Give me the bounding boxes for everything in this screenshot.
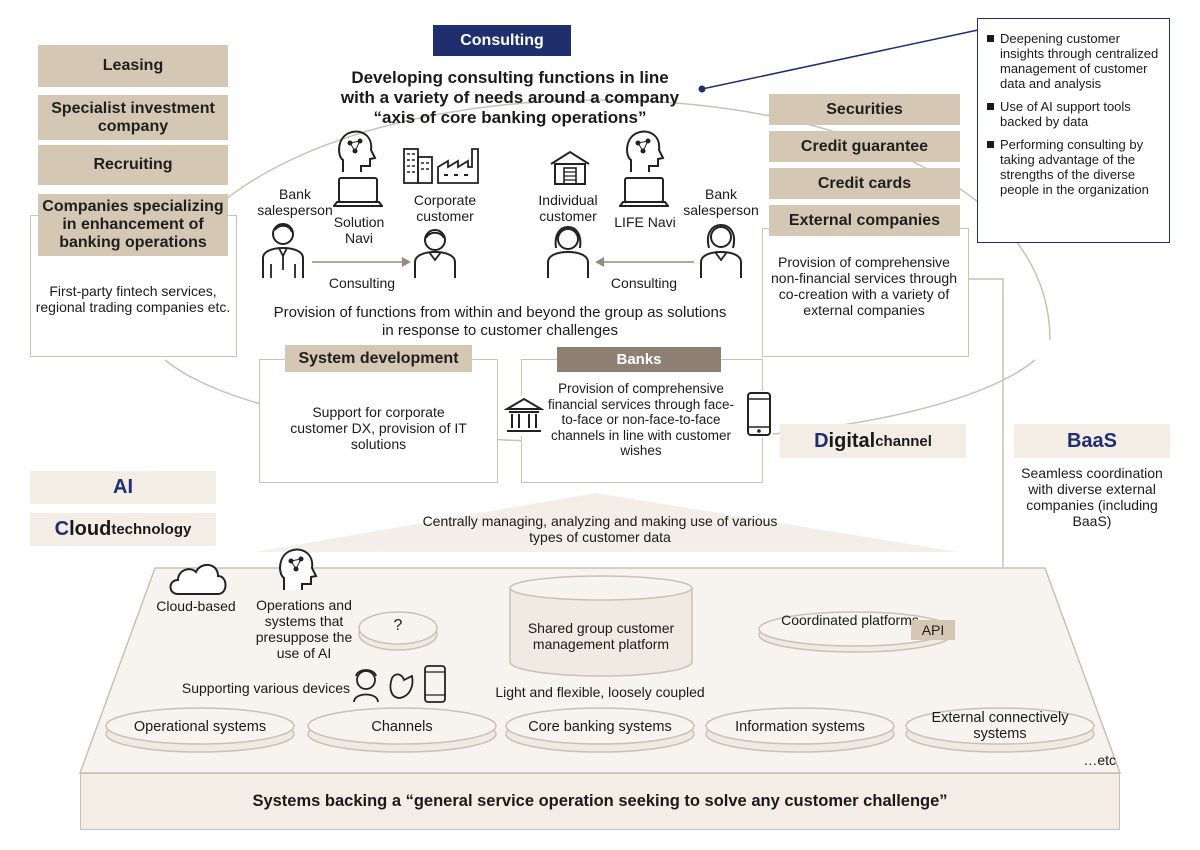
right-item-securities: Securities xyxy=(769,94,960,125)
right-group-panel xyxy=(762,228,969,357)
ops-ai-label: Operations and systems that presuppose t… xyxy=(255,597,353,661)
house-icon xyxy=(550,150,590,185)
ai-head-icon xyxy=(626,130,665,172)
bank-building-icon xyxy=(504,396,544,436)
ai-label: AI xyxy=(30,471,216,504)
question-disc xyxy=(358,611,438,651)
cloud-icon xyxy=(169,564,227,595)
right-item-external: External companies xyxy=(769,205,960,236)
individual-customer-label: Individual customer xyxy=(538,192,598,224)
left-item-specialist: Specialist investment company xyxy=(38,95,228,140)
ai-head-icon xyxy=(338,130,377,172)
light-flexible-label: Light and flexible, loosely coupled xyxy=(495,684,705,700)
note-item: Use of AI support tools backed by data xyxy=(986,99,1161,129)
banks-panel xyxy=(521,359,763,483)
baas-text: Seamless coordination with diverse exter… xyxy=(1021,465,1163,529)
building-factory-icon xyxy=(403,148,479,184)
bottom-banner: Systems backing a “general service opera… xyxy=(80,773,1120,830)
banks-tag: Banks xyxy=(557,347,721,372)
consulting-arrow-label: Consulting xyxy=(328,275,396,291)
right-group-description: Provision of comprehensive non-financial… xyxy=(771,254,957,318)
cloud-based-label: Cloud-based xyxy=(156,598,236,614)
devices-icon xyxy=(353,665,446,703)
shared-platform-cylinder xyxy=(509,575,693,677)
right-item-credit-cards: Credit cards xyxy=(769,168,960,199)
left-item-banking-ops: Companies specializing in enhancement of… xyxy=(38,194,228,256)
solution-navi-label: Solution Navi xyxy=(333,214,385,246)
system-core-banking: Core banking systems xyxy=(528,719,672,735)
devices-label: Supporting various devices xyxy=(181,680,350,696)
etc-label: …etc xyxy=(1083,752,1116,768)
system-dev-text: Support for corporate customer DX, provi… xyxy=(290,404,467,452)
system-discs xyxy=(105,707,1095,753)
left-item-recruiting: Recruiting xyxy=(38,145,228,185)
smartphone-icon xyxy=(745,391,773,437)
system-external: External connectively systems xyxy=(931,710,1069,742)
individual-customer-icon xyxy=(547,225,589,278)
shared-platform-label: Shared group customer management platfor… xyxy=(527,620,675,652)
left-item-leasing: Leasing xyxy=(38,45,228,87)
coordinated-platforms-label: Coordinated platforms xyxy=(781,612,919,628)
right-item-credit-guarantee: Credit guarantee xyxy=(769,131,960,162)
system-dev-panel xyxy=(259,359,498,483)
api-label: API xyxy=(911,620,955,640)
system-information: Information systems xyxy=(735,719,865,735)
corporate-customer-label: Corporate customer xyxy=(413,192,477,224)
note-item: Performing consulting by taking advantag… xyxy=(986,137,1161,197)
system-operational: Operational systems xyxy=(133,719,267,735)
left-group-description: First-party fintech services, regional t… xyxy=(35,283,231,315)
consulting-title: Developing consulting functions in line … xyxy=(340,68,680,127)
consulting-tag: Consulting xyxy=(433,25,571,56)
life-navi-label: LIFE Navi xyxy=(614,214,676,230)
provision-text: Provision of functions from within and b… xyxy=(273,304,727,339)
laptop-icon xyxy=(619,177,669,207)
salesperson-icon xyxy=(262,223,304,278)
corporate-customer-icon xyxy=(414,229,456,278)
question-mark: ? xyxy=(393,617,403,634)
coordinated-platforms-disc xyxy=(758,611,952,653)
banks-text: Provision of comprehensive financial ser… xyxy=(547,381,735,458)
laptop-icon xyxy=(333,177,383,207)
bank-salesperson-label: Bank salesperson xyxy=(257,186,333,218)
bank-salesperson-label: Bank salesperson xyxy=(683,186,759,218)
system-channels: Channels xyxy=(371,719,433,735)
ai-head-icon xyxy=(279,548,318,590)
female-salesperson-icon xyxy=(700,223,742,278)
central-data-text: Centrally managing, analyzing and making… xyxy=(422,513,778,545)
note-item: Deepening customer insights through cent… xyxy=(986,31,1161,91)
system-dev-tag: System development xyxy=(285,345,472,372)
notes-box: Deepening customer insights through cent… xyxy=(977,18,1170,243)
consulting-arrow-label: Consulting xyxy=(610,275,678,291)
